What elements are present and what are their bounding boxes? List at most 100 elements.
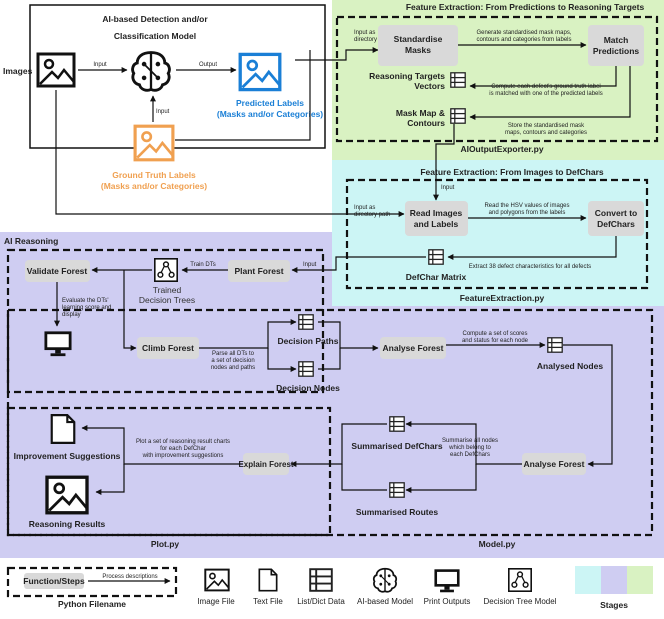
climb-forest-step: Climb Forest	[137, 337, 199, 359]
explain-forest-step: Explain Forest	[238, 453, 294, 475]
images-label: Images	[3, 66, 33, 76]
validate-forest-step: Validate Forest	[25, 260, 90, 282]
summarised-routes-label: Summarised Routes	[356, 507, 438, 517]
decision-nodes-label: Decision Nodes	[276, 383, 340, 393]
analyse-forest-2-step: Analyse Forest	[522, 453, 586, 475]
legend-decision-tree-model: Decision Tree Model	[484, 597, 557, 606]
legend-list-dict: List/Dict Data	[297, 597, 345, 606]
fe2-title: Feature Extraction: From Images to DefCh…	[420, 167, 604, 177]
svg-text:Validate Forest: Validate Forest	[27, 266, 88, 276]
fe2-extract-desc: Extract 38 defect characteristics for al…	[469, 264, 591, 270]
input-label-1: Input	[93, 62, 107, 68]
legend-ai-model: AI-based Model	[357, 597, 413, 606]
decision-nodes-list-icon	[298, 361, 314, 377]
legend-step-box	[24, 573, 84, 589]
legend-text-file: Text File	[253, 597, 283, 606]
model-box	[29, 4, 326, 149]
train-dts-label: Train DTs	[190, 262, 215, 268]
ai-model-dashed-box	[6, 308, 654, 537]
fe1-generate-desc: Generate standardised mask maps,contours…	[476, 30, 571, 43]
predicted-labels-image-icon	[238, 52, 282, 92]
legend-print-outputs-icon	[434, 569, 460, 594]
fe2-dashed-box	[345, 178, 649, 290]
mask-map-label: Mask Map &Contours	[396, 108, 445, 128]
images-image-icon	[36, 52, 76, 88]
output-label: Output	[199, 62, 217, 68]
model-file: Model.py	[479, 539, 516, 549]
reasoning-results-label: Reasoning Results	[29, 519, 106, 529]
analysed-nodes-list-icon	[547, 337, 563, 353]
legend-image-file: Image File	[197, 597, 235, 606]
analyse-forest-step: Analyse Forest	[380, 337, 446, 359]
legend-function-steps: Function/Steps	[23, 576, 85, 586]
legend-list-dict-icon	[309, 568, 333, 592]
analysed-nodes-label: Analysed Nodes	[537, 361, 603, 371]
summarised-routes-list-icon	[389, 482, 405, 498]
fe1-title: Feature Extraction: From Predictions to …	[406, 2, 645, 12]
improvement-text-file-icon	[50, 413, 76, 445]
defchar-matrix-label: DefChar Matrix	[406, 272, 467, 282]
plot-dashed-box	[6, 406, 332, 537]
svg-text:Analyse Forest: Analyse Forest	[383, 343, 444, 353]
summarised-defchars-list-icon	[389, 416, 405, 432]
svg-text:Climb Forest: Climb Forest	[142, 343, 194, 353]
legend-ai-model-icon	[372, 567, 398, 593]
legend-python-filename: Python Filename	[58, 599, 126, 609]
legend-stages: Stages	[600, 600, 628, 610]
improvement-label: Improvement Suggestions	[14, 451, 121, 461]
svg-text:Explain Forest: Explain Forest	[238, 460, 293, 469]
fe2-input: Input	[441, 185, 455, 191]
ai-input: Input	[303, 262, 317, 268]
reasoning-targets-list-icon	[450, 72, 466, 88]
ground-truth-image-icon	[133, 124, 175, 162]
legend-dashed-box	[6, 566, 178, 598]
trained-trees-model-icon	[154, 258, 178, 282]
decision-paths-list-icon	[298, 314, 314, 330]
svg-text:Analyse Forest: Analyse Forest	[524, 459, 585, 469]
fe1-file: AIOutputExporter.py	[460, 144, 543, 154]
ai-reasoning-title: AI Reasoning	[4, 236, 58, 246]
ai-model-brain-icon	[131, 51, 171, 92]
predicted-labels: Predicted Labels(Masks and/or Categories…	[217, 98, 323, 119]
legend-stage-cyan	[575, 566, 601, 594]
svg-text:Plant Forest: Plant Forest	[234, 266, 283, 276]
mask-map-list-icon	[450, 108, 466, 124]
plot-file: Plot.py	[151, 539, 180, 549]
fe1-compute-desc: Compute each defect's ground truth label…	[489, 84, 602, 97]
legend-print-outputs: Print Outputs	[424, 597, 471, 606]
legend-text-file-icon	[258, 568, 278, 592]
ground-truth-labels: Ground Truth Labels(Masks and/or Categor…	[101, 170, 207, 191]
decision-paths-label: Decision Paths	[278, 336, 339, 346]
legend-image-file-icon	[204, 568, 230, 592]
fe2-file: FeatureExtraction.py	[460, 293, 545, 303]
legend-decision-tree-icon	[508, 568, 532, 592]
fe1-dashed-box	[335, 15, 659, 143]
legend-stage-purple	[601, 566, 627, 594]
reasoning-results-image-icon	[45, 475, 89, 515]
summarised-defchars-label: Summarised DefChars	[351, 441, 442, 451]
plant-forest-step: Plant Forest	[228, 260, 290, 282]
legend-stage-green	[627, 566, 653, 594]
legend-process-desc: Process descriptions	[102, 574, 157, 580]
defchar-matrix-list-icon	[428, 249, 444, 265]
